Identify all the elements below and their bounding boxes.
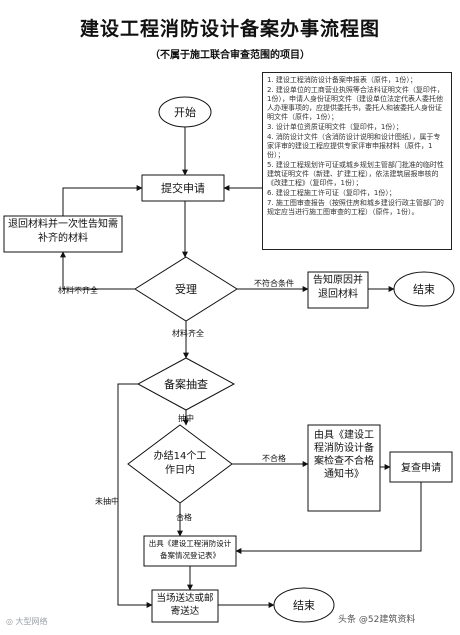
submit-label: 提交申请	[161, 181, 205, 195]
edge-label-incomplete: 材料不齐全	[58, 285, 98, 295]
review-label: 办结14个工作日内	[153, 451, 207, 476]
issue-record-label-wrap: 出具《建设工程消防设计备案情况登记表》	[148, 539, 232, 560]
watermark-left: ◎ 大型网络	[6, 617, 48, 626]
deliver-label: 当场送达或邮寄送达	[156, 593, 214, 617]
page-subtitle: （不属于施工联合审查范围的项目）	[150, 50, 310, 61]
deliver-box	[151, 589, 219, 623]
fail-notice-label: 由具《建设工程消防设计备案检查不合格通知书》	[314, 430, 374, 480]
end2-label: 结束	[293, 599, 315, 612]
review-label-wrap: 办结14个工作日内	[153, 451, 207, 476]
requirement-item: 6. 建设工程施工许可证（复印件，1份）；	[267, 189, 396, 197]
start-label: 开始	[174, 105, 196, 119]
fail-notice-label-wrap: 由具《建设工程消防设计备案检查不合格通知书》	[314, 430, 374, 480]
reject-notice-label: 告知原因并退回材料	[313, 275, 363, 300]
edge-check-nosample	[117, 383, 153, 608]
issue-record-box	[143, 535, 237, 567]
issue-record-label: 出具《建设工程消防设计备案情况登记表》	[148, 539, 232, 560]
edge-label-fail: 不合格	[262, 453, 286, 463]
edge-label-pass: 合格	[176, 512, 192, 522]
edge-reapply-record	[235, 482, 422, 554]
edge-label-not-eligible: 不符合条件	[254, 278, 294, 288]
edge-label-not-sampled: 未抽中	[95, 496, 119, 506]
spot-check-label: 备案抽查	[164, 377, 208, 391]
reapply-label: 复查申请	[401, 461, 441, 474]
requirement-item: 2. 建设单位的工商营业执照等合法科证明文件（复印件，1份），申请人身份证明文件…	[267, 86, 444, 121]
page-title: 建设工程消防设计备案办事流程图	[79, 18, 380, 40]
edge-label-complete: 材料齐全	[172, 328, 204, 338]
deliver-label-wrap: 当场送达或邮寄送达	[156, 593, 214, 617]
requirement-item: 5. 建设工程规划许可证或城乡规划主管部门批准的临时性建筑证明文件（新建、扩建工…	[267, 161, 444, 187]
edge-accept-return	[60, 251, 135, 290]
submit-box	[141, 174, 225, 202]
edge-return-submit	[62, 185, 143, 216]
requirements-list: 1. 建设工程消防设计备案申报表（原件，1份）； 2. 建设单位的工商营业执照等…	[262, 72, 452, 250]
requirement-item: 3. 设计单位资质证明文件（复印件，1份）；	[267, 123, 403, 131]
end1-label: 结束	[413, 283, 435, 296]
reapply-box	[389, 451, 453, 483]
accept-label: 受理	[175, 283, 197, 296]
edge-label-sampled: 抽中	[178, 413, 194, 423]
fail-notice-box	[307, 424, 381, 512]
return-materials-label-wrap: 退回材料并一次性告知需补齐的材料	[8, 219, 118, 244]
reject-notice-label-wrap: 告知原因并退回材料	[313, 275, 363, 300]
requirement-item: 7. 施工图审查报告（按照住房和城乡建设行政主管部门的规定应当进行施工图审查的工…	[267, 199, 444, 216]
return-materials-label: 退回材料并一次性告知需补齐的材料	[8, 219, 118, 244]
watermark-right: 头条 @52建筑资料	[338, 615, 416, 625]
requirement-item: 4. 消防设计文件（含消防设计说明和设计图纸），属于专家评审的建设工程应提供专家…	[267, 133, 441, 159]
requirement-item: 1. 建设工程消防设计备案申报表（原件，1份）；	[267, 76, 417, 84]
